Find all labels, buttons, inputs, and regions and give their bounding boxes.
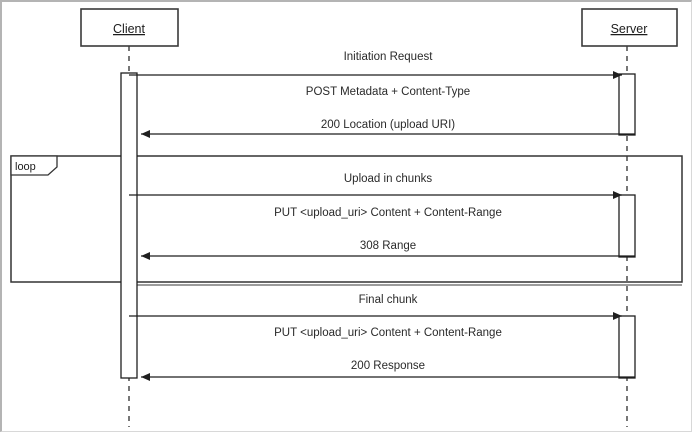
message-label-200-response: 200 Response — [351, 360, 425, 372]
group-header-final-chunk: Final chunk — [359, 294, 418, 306]
loop-fragment-label-tab — [10, 155, 58, 176]
actor-server[interactable]: Server — [581, 8, 678, 47]
message-group-initiation: Initiation Request POST Metadata + Conte… — [129, 51, 635, 138]
group-header-initiation: Initiation Request — [344, 51, 434, 63]
loop-fragment-operator-label: loop — [15, 161, 36, 173]
message-label-308-range: 308 Range — [360, 240, 416, 252]
message-label-200-location: 200 Location (upload URI) — [321, 119, 455, 131]
actor-label-client: Client — [113, 22, 145, 36]
message-label-put-chunk: PUT <upload_uri> Content + Content-Range — [274, 207, 502, 219]
actor-client[interactable]: Client — [80, 8, 179, 47]
activation-server-initiation — [618, 73, 636, 136]
activation-bars-layer — [120, 72, 636, 379]
message-label-put-final-chunk: PUT <upload_uri> Content + Content-Range — [274, 327, 502, 339]
activation-client — [120, 72, 138, 379]
actor-box-server — [581, 8, 678, 47]
activation-server-chunk — [618, 194, 636, 258]
loop-fragment-box — [10, 155, 683, 283]
combined-fragment-loop[interactable]: loop — [10, 155, 683, 283]
group-header-upload-in-chunks: Upload in chunks — [344, 173, 432, 185]
actor-box-client — [80, 8, 179, 47]
activation-server-final — [618, 315, 636, 379]
actor-label-server: Server — [611, 22, 648, 36]
message-group-final-chunk: Final chunk PUT <upload_uri> Content + C… — [129, 294, 635, 381]
message-label-post-metadata: POST Metadata + Content-Type — [306, 86, 470, 98]
message-group-chunk-loop: Upload in chunks PUT <upload_uri> Conten… — [129, 173, 635, 260]
